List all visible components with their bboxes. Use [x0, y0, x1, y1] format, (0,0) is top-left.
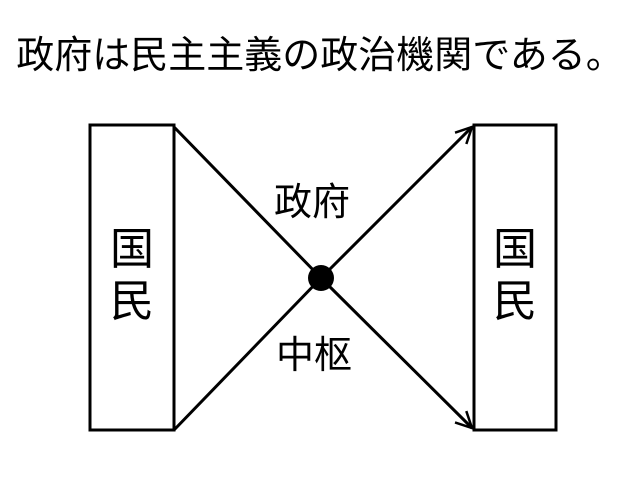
left-box-label-2: 民 [110, 276, 154, 327]
upper-right-arrow [319, 127, 472, 280]
right-box [472, 123, 558, 432]
lower-left-line [172, 276, 323, 432]
upper-label: 政府 [274, 180, 351, 224]
right-box-label-2: 民 [493, 276, 537, 327]
left-box-label-1: 国 [110, 224, 154, 275]
upper-left-line [172, 125, 323, 280]
left-box [88, 123, 176, 432]
center-node [308, 265, 334, 291]
diagram-title: 政府は民主主義の政治機関である。 [16, 33, 624, 77]
right-box-label-1: 国 [493, 224, 537, 275]
lower-right-arrow [319, 276, 472, 428]
lower-label: 中枢 [276, 333, 353, 377]
